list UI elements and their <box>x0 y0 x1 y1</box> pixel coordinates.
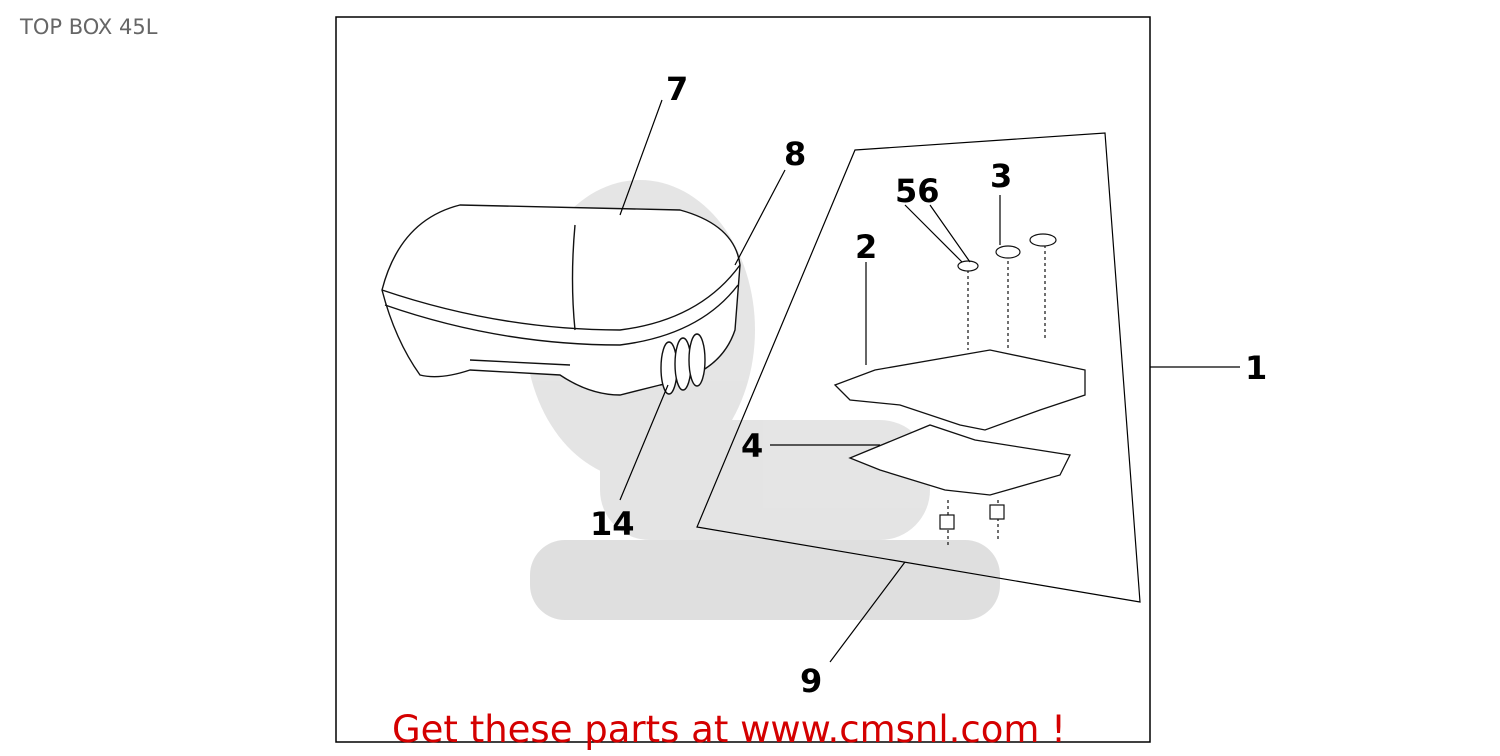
callout-14: 14 <box>590 505 635 543</box>
subassembly-outline <box>696 132 1141 603</box>
hardware-parts <box>939 233 1057 530</box>
diagram-title: TOP BOX 45L <box>20 15 158 39</box>
callout-7: 7 <box>666 70 688 108</box>
callout-5-6: 56 <box>895 172 940 210</box>
diagram-frame <box>335 16 1151 743</box>
callout-8: 8 <box>784 135 806 173</box>
carrier-plate-drawing <box>833 349 1086 496</box>
callout-1: 1 <box>1245 349 1267 387</box>
leader-lines <box>619 99 1240 663</box>
top-box-drawing <box>381 204 741 396</box>
promo-link[interactable]: Get these parts at www.cmsnl.com ! <box>392 708 1067 751</box>
callout-4: 4 <box>741 427 763 465</box>
callout-9: 9 <box>800 662 822 700</box>
callout-3: 3 <box>990 157 1012 195</box>
callout-2: 2 <box>855 228 877 266</box>
